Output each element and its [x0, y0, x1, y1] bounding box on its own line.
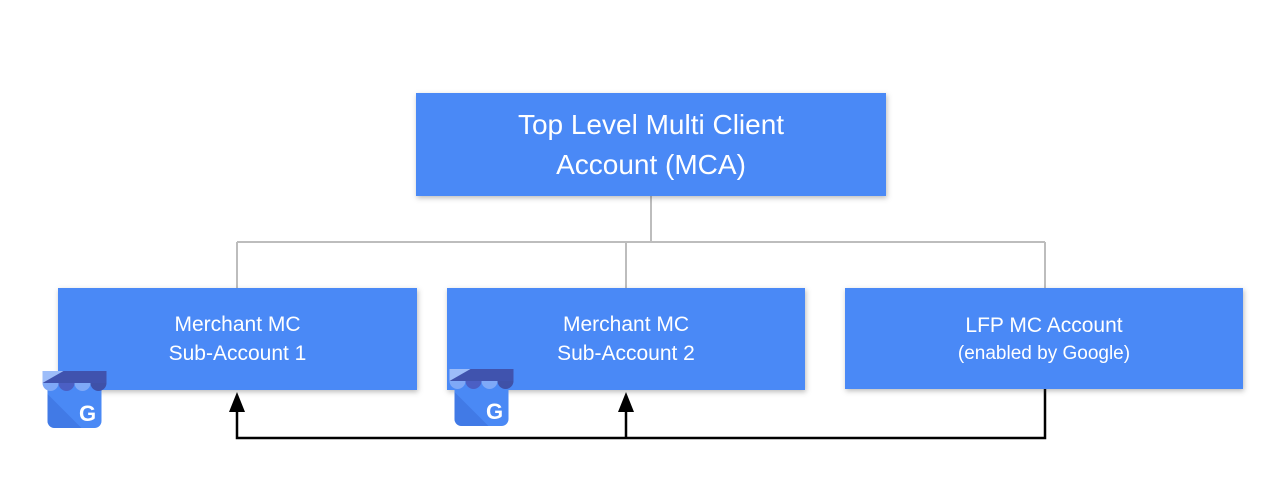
node-label-line1: Merchant MC	[562, 313, 690, 336]
node-label-line1: Merchant MC	[174, 313, 301, 336]
arrowhead-to-sub1	[229, 392, 245, 412]
node-label-line2: Account (MCA)	[556, 148, 746, 180]
node-label-line2: Sub-Account 2	[557, 342, 695, 365]
node-label-line2: Sub-Account 1	[168, 342, 307, 365]
google-g-letter: G	[486, 399, 503, 424]
google-my-business-icon: G	[42, 371, 107, 428]
arrowhead-to-sub2	[618, 392, 634, 412]
node-merchant-sub-account-1: Merchant MC Sub-Account 1	[58, 288, 417, 390]
tree-connector-lines	[236, 196, 1046, 288]
node-label-line2: (enabled by Google)	[957, 342, 1131, 364]
google-my-business-icon: G	[449, 369, 514, 426]
node-lfp-mc-account: LFP MC Account (enabled by Google)	[845, 288, 1243, 389]
google-g-letter: G	[79, 401, 96, 426]
node-top-level-mca: Top Level Multi Client Account (MCA)	[416, 93, 886, 196]
node-label-line1: Top Level Multi Client	[517, 108, 785, 140]
lfp-feed-arrow-lines	[235, 389, 1047, 440]
node-label-line1: LFP MC Account	[965, 313, 1123, 337]
